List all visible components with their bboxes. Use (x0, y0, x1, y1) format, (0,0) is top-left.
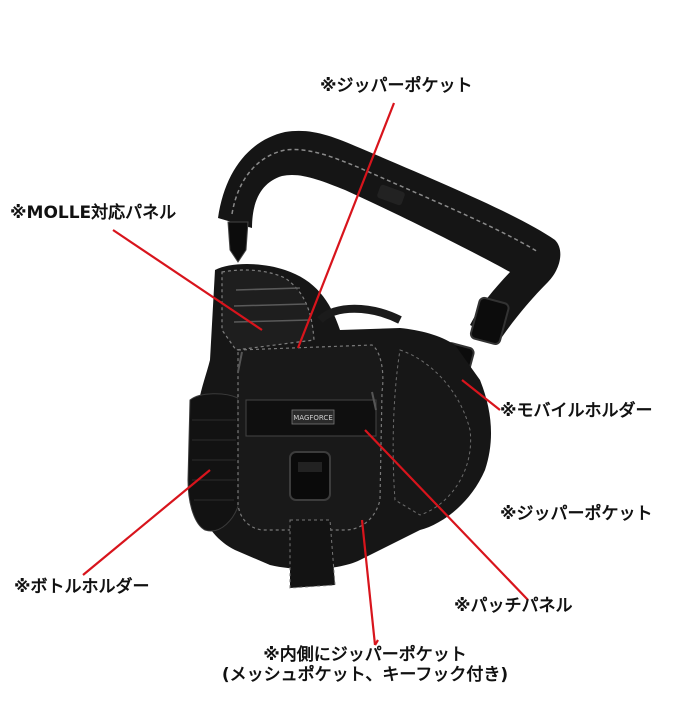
bottom-strap-tab (289, 519, 336, 589)
molle-webbing (233, 287, 311, 323)
leader-mobile (461, 379, 501, 411)
bottle-holder (187, 393, 241, 532)
label-zipper-pocket-right: ※ジッパーポケット (500, 504, 653, 524)
leader-bottle (82, 469, 211, 576)
label-patch-panel: ※パッチパネル (454, 596, 573, 616)
brand-logo-patch (291, 409, 335, 425)
label-molle-panel: ※MOLLE対応パネル (10, 203, 177, 223)
leader-molle (112, 229, 263, 331)
zipper-pull-left (237, 351, 243, 373)
strap-clip (227, 221, 249, 263)
strap-buckle-right (469, 296, 510, 346)
label-bottle-holder: ※ボトルホルダー (14, 577, 150, 597)
front-flap (237, 344, 384, 531)
leader-inner-zipper (360, 519, 377, 646)
leader-patch (364, 429, 529, 601)
zipper-pull-right (371, 391, 377, 411)
buckle-slot (298, 462, 322, 472)
label-mobile-holder: ※モバイルホルダー (500, 401, 653, 421)
label-zipper-pocket-top: ※ジッパーポケット (320, 76, 473, 96)
leader-lines (82, 102, 529, 646)
shoulder-strap (218, 130, 561, 340)
side-zipper-pocket (392, 349, 472, 516)
top-handle (317, 304, 402, 324)
leader-zipper-top (296, 102, 396, 349)
label-inner-zipper-line2: (メッシュポケット、キーフック付き) (221, 664, 509, 685)
label-inner-zipper-line1: ※内側にジッパーポケット (263, 645, 467, 665)
strap-buckle-top (377, 184, 405, 206)
strap-stitch (231, 148, 539, 253)
leader-inner-branch (374, 639, 379, 646)
brand-logo-text: MAGFORCE (293, 414, 333, 422)
label-inner-zipper-pocket: ※内側にジッパーポケット (メッシュポケット、キーフック付き) (190, 645, 540, 685)
front-buckle (289, 451, 331, 501)
